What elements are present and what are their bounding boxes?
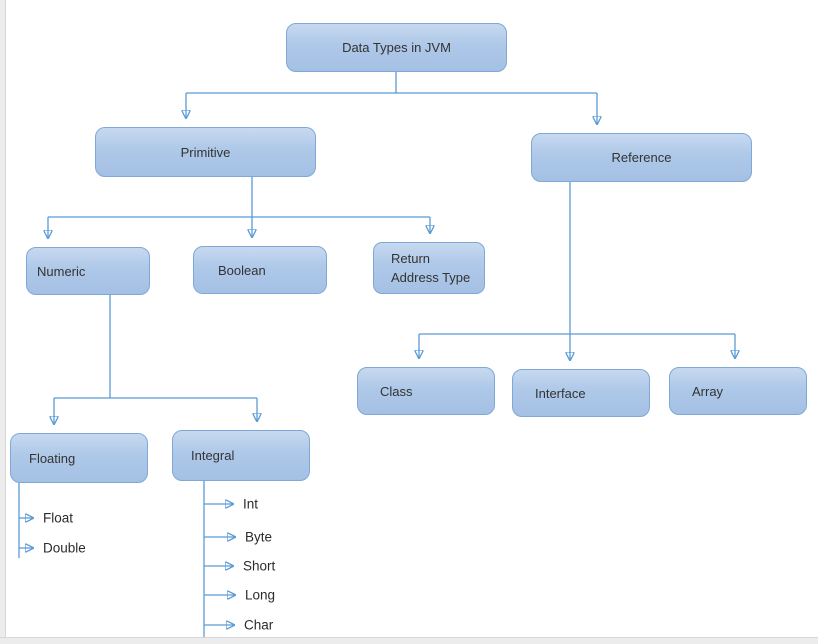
page-edge-left [0, 0, 6, 644]
node-numeric[interactable]: Numeric [26, 247, 150, 295]
label-int[interactable]: Int [243, 496, 259, 512]
node-data-types-in-jvm[interactable]: Data Types in JVM [286, 23, 507, 72]
node-floating[interactable]: Floating [10, 433, 148, 483]
label-double[interactable]: Double [43, 540, 86, 556]
node-array[interactable]: Array [669, 367, 807, 415]
node-primitive[interactable]: Primitive [95, 127, 316, 177]
node-reference[interactable]: Reference [531, 133, 752, 182]
label-float[interactable]: Float [43, 510, 74, 526]
node-return-address-type[interactable]: Return Address Type [373, 242, 485, 294]
node-boolean[interactable]: Boolean [193, 246, 327, 294]
page-edge-bottom [0, 637, 818, 644]
label-char[interactable]: Char [244, 617, 274, 633]
label-short[interactable]: Short [243, 558, 276, 574]
node-class[interactable]: Class [357, 367, 495, 415]
node-integral[interactable]: Integral [172, 430, 310, 481]
node-interface[interactable]: Interface [512, 369, 650, 417]
label-byte[interactable]: Byte [245, 529, 273, 545]
label-long[interactable]: Long [245, 587, 276, 603]
